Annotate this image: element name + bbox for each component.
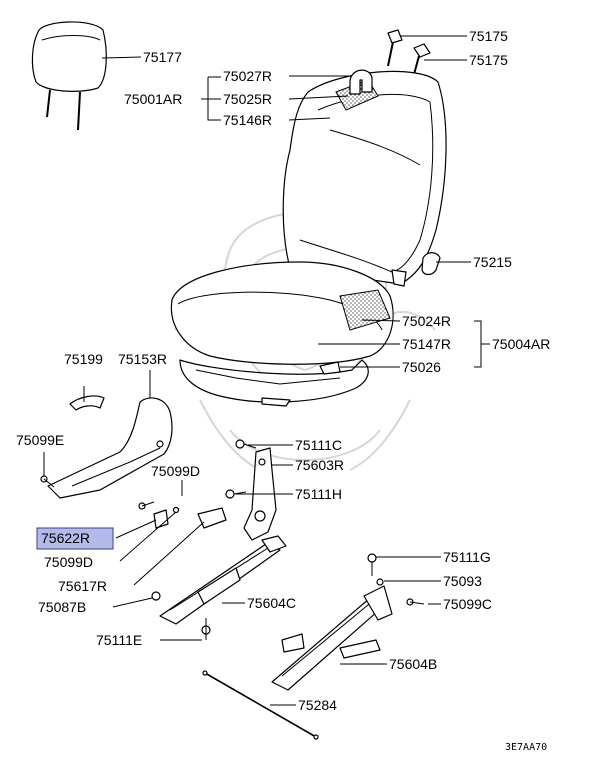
handle-75617R[interactable]: [197, 507, 227, 529]
label-75215[interactable]: 75215: [473, 254, 512, 270]
part-labels: 75177 75175 75175 75027R 75001AR 75025R …: [16, 28, 550, 753]
screw-75099D-lower[interactable]: [172, 506, 180, 514]
label-75617R[interactable]: 75617R: [58, 578, 107, 594]
label-75284[interactable]: 75284: [298, 697, 337, 713]
label-75004AR[interactable]: 75004AR: [492, 336, 550, 352]
screw-75099D-upper[interactable]: [138, 501, 155, 510]
cover-75622R[interactable]: [153, 509, 169, 529]
label-75025R[interactable]: 75025R: [223, 91, 272, 107]
screw-75099E[interactable]: [40, 475, 55, 488]
clip-75215[interactable]: [421, 252, 441, 276]
label-75175-b[interactable]: 75175: [469, 52, 508, 68]
seat-cushion[interactable]: [170, 261, 394, 365]
label-75603R[interactable]: 75603R: [295, 457, 344, 473]
diagram-code: 3E7AA70: [505, 742, 547, 753]
seat-rail-75604B[interactable]: [271, 585, 393, 691]
seat-back[interactable]: [282, 69, 447, 287]
side-shield[interactable]: [47, 397, 173, 499]
label-75622R[interactable]: 75622R: [41, 530, 90, 546]
label-75087B[interactable]: 75087B: [38, 599, 86, 615]
label-75099C[interactable]: 75099C: [443, 596, 492, 612]
label-75175-a[interactable]: 75175: [469, 28, 508, 44]
label-75177[interactable]: 75177: [143, 49, 182, 65]
label-75146R[interactable]: 75146R: [223, 112, 272, 128]
seat-rail-75604C[interactable]: [159, 535, 287, 625]
bolt-75111E[interactable]: [201, 618, 211, 640]
label-75027R[interactable]: 75027R: [223, 68, 272, 84]
cushion-frame[interactable]: [179, 359, 369, 407]
label-75147R[interactable]: 75147R: [402, 336, 451, 352]
label-75604C[interactable]: 75604C: [247, 595, 296, 611]
nut-75087B[interactable]: [151, 591, 161, 601]
label-75153R[interactable]: 75153R: [118, 351, 167, 367]
label-75093[interactable]: 75093: [443, 573, 482, 589]
highlight-box-75622R: [36, 527, 114, 550]
trim-cover-75199[interactable]: [69, 395, 105, 411]
label-75099E[interactable]: 75099E: [16, 432, 64, 448]
label-75099D-upper[interactable]: 75099D: [151, 463, 200, 479]
label-75024R[interactable]: 75024R: [402, 313, 451, 329]
headrest-guide-upper[interactable]: [387, 29, 403, 67]
label-75111H[interactable]: 75111H: [295, 486, 342, 502]
cable-75284[interactable]: [202, 670, 319, 740]
leader-lines: [43, 35, 490, 706]
headrest-guide-lower[interactable]: [412, 43, 431, 79]
label-75111E[interactable]: 75111E: [96, 632, 142, 648]
label-75001AR[interactable]: 75001AR: [124, 91, 182, 107]
bolt-75111C[interactable]: [235, 439, 257, 449]
bolt-75111G[interactable]: [367, 553, 377, 576]
label-75026[interactable]: 75026: [402, 359, 441, 375]
label-75111C[interactable]: 75111C: [295, 437, 342, 453]
label-75199[interactable]: 75199: [64, 351, 103, 367]
label-75604B[interactable]: 75604B: [389, 656, 437, 672]
label-75099D[interactable]: 75099D: [44, 554, 93, 570]
screw-75099C[interactable]: [406, 598, 425, 606]
label-75111G[interactable]: 75111G: [443, 549, 491, 565]
headrest[interactable]: [31, 21, 107, 131]
washer-75093[interactable]: [376, 578, 384, 586]
